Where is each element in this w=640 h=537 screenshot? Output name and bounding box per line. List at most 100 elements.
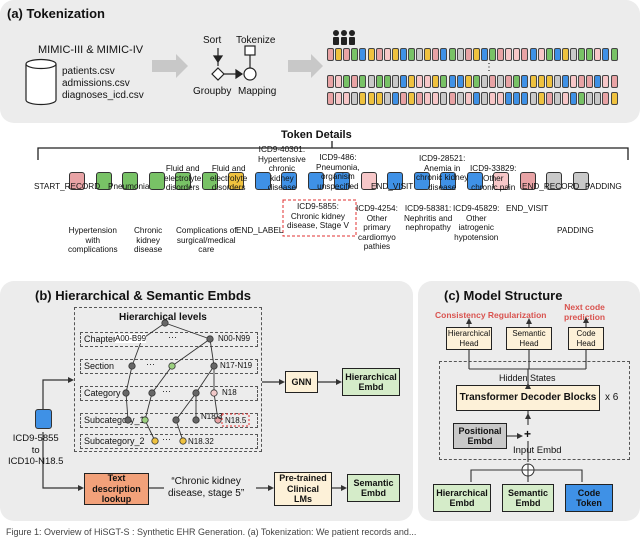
seq-token: [586, 75, 594, 88]
seq-token: [521, 75, 529, 88]
seq-token: [472, 75, 480, 88]
code-token-square: [35, 409, 52, 429]
seq-token: [497, 92, 505, 105]
seq-token: [464, 92, 472, 105]
token-7: [228, 172, 244, 190]
seq-token: [391, 92, 399, 105]
section-dots: ···: [146, 359, 155, 369]
token-11: [334, 172, 350, 190]
code-head-box: Code Head: [568, 327, 604, 350]
seq-token: [553, 75, 561, 88]
hierarchical-head-box: Hierarchical Head: [446, 327, 492, 350]
seq-token: [343, 75, 351, 88]
token-12: [361, 172, 377, 190]
bottom-label-ckd: Chronic kidney disease: [134, 226, 163, 254]
token-18: [520, 172, 536, 190]
seq-token: [464, 48, 472, 61]
seq-token: [343, 92, 351, 105]
seq-token: [359, 92, 367, 105]
seq-token: [351, 92, 359, 105]
seq-token: [456, 75, 464, 88]
seq-token: [456, 92, 464, 105]
code-mapping-label: ICD9-5855 to ICD10-N18.5: [8, 433, 64, 467]
level-sub1: Subcategory_1: [84, 415, 145, 425]
seq-token: [351, 75, 359, 88]
seq-token: [456, 48, 464, 61]
token-8: [255, 172, 271, 190]
seq-token: [399, 92, 407, 105]
token-2: [96, 172, 112, 190]
bottom-label-icd4254: ICD9-4254: Other primary cardiomyo pathi…: [356, 204, 398, 251]
seq-token: [545, 48, 553, 61]
seq-token: [529, 92, 537, 105]
seq-token: [399, 75, 407, 88]
seq-token: [424, 48, 432, 61]
chapter-code-a00: A00-B99: [115, 334, 147, 343]
seq-token: [327, 75, 334, 88]
seq-token: [610, 75, 618, 88]
seq-token: [561, 48, 569, 61]
bottom-label-hypertension: Hypertension with complications: [68, 226, 118, 254]
seq-token: [448, 75, 456, 88]
seq-token: [480, 48, 488, 61]
token-3: [122, 172, 138, 190]
semantic-embd-box: Semantic Embd: [347, 474, 400, 502]
sub1-code-n185: N18.5: [225, 416, 247, 425]
seq-token: [375, 92, 383, 105]
seq-token: [610, 48, 618, 61]
top-label-fluid-1: Fluid and electrolyte disorders: [164, 164, 202, 192]
section-code: N17-N19: [220, 361, 253, 370]
seq-token: [489, 48, 496, 61]
seq-token: [327, 48, 334, 61]
mapping-label: Mapping: [238, 86, 277, 97]
token-1: [69, 172, 85, 190]
seq-token: [561, 92, 569, 105]
seq-token: [424, 75, 432, 88]
seq-token: [529, 75, 537, 88]
pretrained-lm-box: Pre-trained Clinical LMs: [274, 472, 332, 506]
seq-token: [375, 75, 383, 88]
seq-token: [561, 75, 569, 88]
bottom-label-padding: PADDING: [557, 226, 594, 235]
level-chapter: Chapter: [84, 334, 117, 344]
seq-token: [497, 48, 505, 61]
seq-token: [497, 75, 505, 88]
seq-token: [505, 75, 513, 88]
top-label-padding: PADDING: [585, 182, 622, 191]
hierarchical-embd-box: Hierarchical Embd: [342, 368, 400, 396]
seq-token: [537, 75, 545, 88]
gnn-box: GNN: [285, 371, 318, 393]
seq-token: [586, 92, 594, 105]
seq-token: [448, 92, 456, 105]
seq-token: [578, 48, 586, 61]
seq-token: [464, 75, 472, 88]
seq-token: [602, 75, 610, 88]
seq-token: [416, 75, 424, 88]
tokenize-label: Tokenize: [236, 35, 276, 46]
bottom-semantic-embd: Semantic Embd: [502, 484, 554, 512]
sub2-code: N18.32: [188, 437, 214, 446]
seq-token: [399, 48, 407, 61]
top-label-icd486: ICD9-486: Pneumonia, organism unspecifie…: [316, 153, 360, 191]
seq-token: [408, 75, 415, 88]
seq-token: [375, 48, 383, 61]
bottom-label-icd58381: ICD9-58381: Nephritis and nephropathy: [404, 204, 453, 232]
seq-token: [505, 48, 513, 61]
seq-token: [570, 75, 577, 88]
top-label-icd40301: ICD9-40301: Hypertensive chronic kidney …: [258, 145, 306, 192]
seq-token: [570, 92, 577, 105]
sub1-code-n183: N18.3: [201, 412, 223, 421]
token-10: [308, 172, 324, 190]
level-category: Category: [84, 388, 121, 398]
seq-token: [335, 92, 343, 105]
token-details-title: Token Details: [281, 129, 352, 141]
seq-token: [327, 92, 334, 105]
top-label-end-visit: END_VISIT: [371, 182, 414, 191]
seq-token: [416, 92, 424, 105]
chapter-code-n00: N00-N99: [218, 334, 251, 343]
decoder-box: Transformer Decoder Blocks: [456, 385, 600, 411]
seq-token: [391, 75, 399, 88]
bottom-code-token: Code Token: [565, 484, 613, 512]
seq-token: [545, 92, 553, 105]
seq-token: [440, 48, 448, 61]
